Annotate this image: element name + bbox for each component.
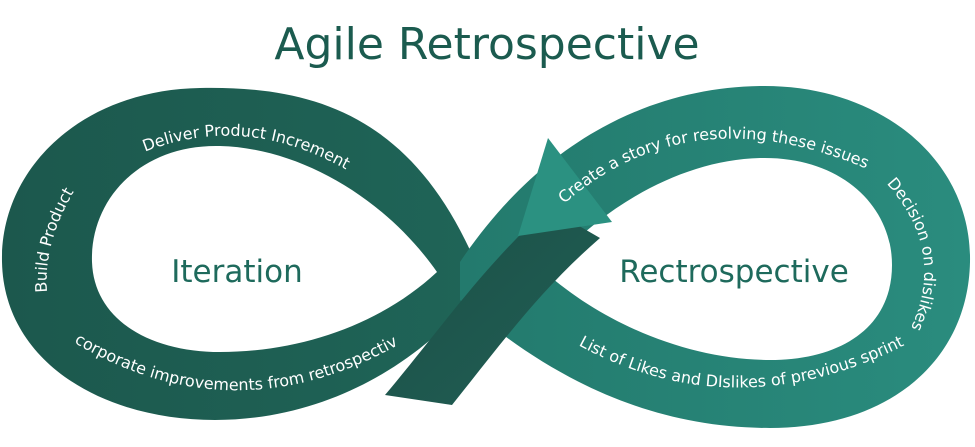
arrow-head [518,138,612,236]
iteration-label: Iteration [171,254,303,290]
left-loop-band [1,87,471,420]
retrospective-label: Rectrospective [619,254,849,290]
crossing-band [385,208,600,405]
right-loop-band [460,85,971,428]
diagram-title: Agile Retrospective [274,19,699,70]
